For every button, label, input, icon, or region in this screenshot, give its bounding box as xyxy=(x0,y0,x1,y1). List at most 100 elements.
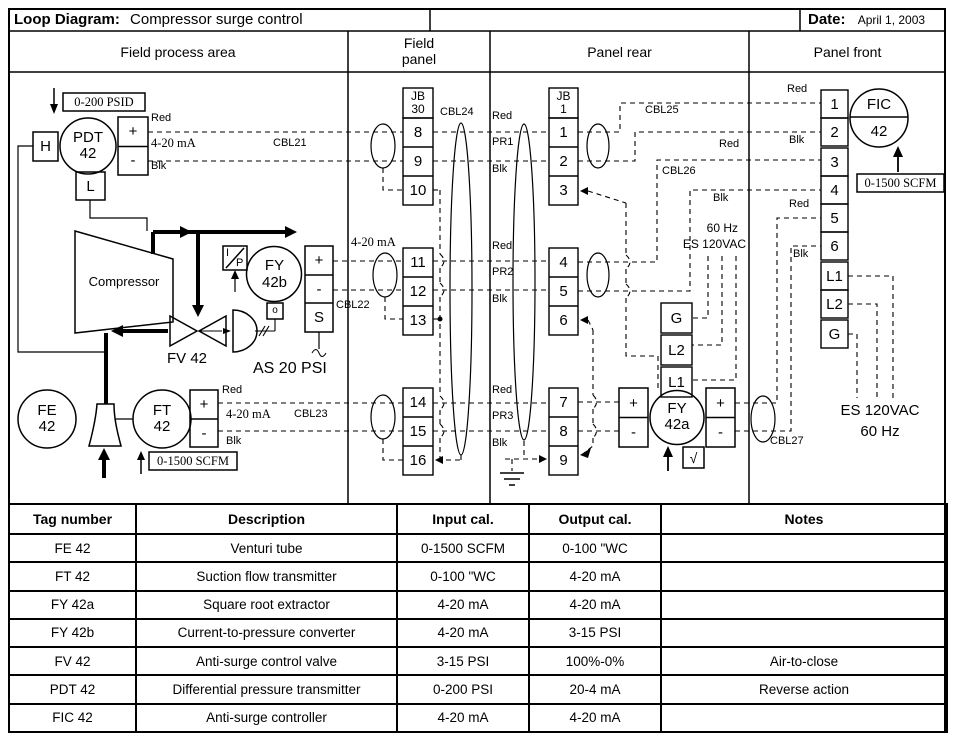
pdt-minus-terminal: - xyxy=(130,152,136,169)
cbl21-red-label: Red xyxy=(151,112,172,124)
cbl21-signal-label: 4-20 mA xyxy=(151,136,196,150)
date-label: Date: xyxy=(808,11,846,28)
front-blk-top-label: Blk xyxy=(789,134,805,146)
fic-42-num: 42 xyxy=(870,122,888,140)
cell-description: Venturi tube xyxy=(135,532,398,564)
col-header-tag: Tag number xyxy=(8,503,137,535)
cbl26-red-label: Red xyxy=(719,138,740,150)
ip-converter-p: P xyxy=(236,257,244,269)
ft-minus-terminal: - xyxy=(201,424,207,442)
fy-42b-supply-terminal: S xyxy=(313,309,324,326)
front-terminal-1: 1 xyxy=(830,95,839,113)
cell-input: 4-20 mA xyxy=(396,589,530,620)
cell-input: 0-1500 SCFM xyxy=(396,532,530,564)
front-terminal-l1: L1 xyxy=(826,267,843,285)
cell-tag: FV 42 xyxy=(8,646,137,677)
process-piping xyxy=(102,230,287,478)
sheet-title: Loop Diagram: Compressor surge control xyxy=(14,11,424,30)
jb1-terminal-1: 1 xyxy=(559,124,568,141)
front-terminal-l2: L2 xyxy=(826,295,843,313)
front-terminal-2: 2 xyxy=(830,123,839,141)
rear-l1-terminal: L1 xyxy=(668,373,685,391)
pr3-red-label: Red xyxy=(492,384,513,396)
col-header-notes: Notes xyxy=(660,503,948,535)
cell-description: Anti-surge controller xyxy=(135,702,398,734)
cell-output: 4-20 mA xyxy=(528,561,662,592)
cell-output: 100%-0% xyxy=(528,646,662,677)
jb1-terminal-strip xyxy=(548,87,579,476)
jb30-terminal-12: 12 xyxy=(409,283,427,300)
fy-42a-symbol xyxy=(618,387,736,469)
cbl25-label: CBL25 xyxy=(645,104,679,116)
cell-output: 0-100 "WC xyxy=(528,532,662,564)
cbl26-blk-label: Blk xyxy=(713,192,729,204)
table-row: FV 42 Anti-surge control valve 3-15 PSI … xyxy=(8,646,948,677)
cell-tag: FE 42 xyxy=(8,532,137,564)
title-value: Compressor surge control xyxy=(130,11,303,28)
cell-input: 3-15 PSI xyxy=(396,646,530,677)
jb30-header: JB 30 xyxy=(410,89,425,116)
table-row: FY 42b Current-to-pressure converter 4-2… xyxy=(8,617,948,649)
cell-description: Square root extractor xyxy=(135,589,398,620)
sheet-date: Date: April 1, 2003 xyxy=(808,11,944,30)
cell-notes xyxy=(660,532,948,564)
wire-arrows xyxy=(435,187,591,464)
front-terminal-6: 6 xyxy=(830,237,839,255)
cell-output: 3-15 PSI xyxy=(528,617,662,649)
cbl27-label: CBL27 xyxy=(770,435,804,447)
cell-input: 0-100 "WC xyxy=(396,561,530,592)
fy-42a-tag: FY 42a xyxy=(664,399,690,433)
fy-42b-tag: FY 42b xyxy=(261,257,288,291)
jb30-terminal-9: 9 xyxy=(413,153,423,170)
front-terminal-4: 4 xyxy=(830,181,839,199)
fy-42a-in-plus: + xyxy=(629,394,638,412)
table-row: FT 42 Suction flow transmitter 0-100 "WC… xyxy=(8,561,948,592)
fic-42-tag: FIC xyxy=(866,95,892,113)
jb1-terminal-2: 2 xyxy=(559,153,568,170)
rear-l2-terminal: L2 xyxy=(668,341,685,359)
pr1-label: PR1 xyxy=(492,136,514,148)
ip-converter-i: I xyxy=(226,247,230,259)
fe-42-tag: FE 42 xyxy=(37,401,57,435)
cell-input: 4-20 mA xyxy=(396,617,530,649)
cell-tag: FIC 42 xyxy=(8,702,137,734)
pr1-red-label: Red xyxy=(492,110,513,122)
pdt-tap-lines xyxy=(17,145,148,353)
fe-42-symbol xyxy=(17,389,77,449)
title-label: Loop Diagram: xyxy=(14,11,120,28)
pdt-range-label: 0-200 PSID xyxy=(74,94,134,109)
jb1-header: JB 1 xyxy=(556,89,571,116)
jb30-terminal-10: 10 xyxy=(409,182,427,199)
table-row: FIC 42 Anti-surge controller 4-20 mA 4-2… xyxy=(8,702,948,734)
jb1-terminal-7: 7 xyxy=(559,394,568,411)
front-terminal-g: G xyxy=(828,325,841,343)
cell-output: 4-20 mA xyxy=(528,589,662,620)
fy-42b-symbol xyxy=(222,245,334,333)
valve-signal-lines xyxy=(199,319,276,337)
jb1-terminal-9: 9 xyxy=(559,452,568,469)
cell-tag: FY 42b xyxy=(8,617,137,649)
cell-notes xyxy=(660,702,948,734)
pr3-label: PR3 xyxy=(492,410,514,422)
jb1-terminal-8: 8 xyxy=(559,423,568,440)
cell-input: 4-20 mA xyxy=(396,702,530,734)
fic-range-label: 0-1500 SCFM xyxy=(864,175,937,190)
date-value: April 1, 2003 xyxy=(857,13,926,27)
front-power-freq-label: 60 Hz xyxy=(860,422,900,440)
cell-output: 20-4 mA xyxy=(528,674,662,705)
fy-42b-output-port: o xyxy=(272,304,278,316)
cbl22-signal-label: 4-20 mA xyxy=(351,235,396,249)
pdt-42-symbol xyxy=(32,92,149,201)
cbl26-label: CBL26 xyxy=(662,165,696,177)
sheet-frame xyxy=(8,8,946,733)
fy-42a-out-minus: - xyxy=(718,424,723,441)
fy-42b-minus-terminal: - xyxy=(316,280,322,298)
pr2-blk-label: Blk xyxy=(492,293,508,305)
cell-notes xyxy=(660,617,948,649)
column-header-panel-front: Panel front xyxy=(813,43,882,60)
cell-output: 4-20 mA xyxy=(528,702,662,734)
ft-42-tag: FT 42 xyxy=(152,401,172,435)
cell-description: Anti-surge control valve xyxy=(135,646,398,677)
